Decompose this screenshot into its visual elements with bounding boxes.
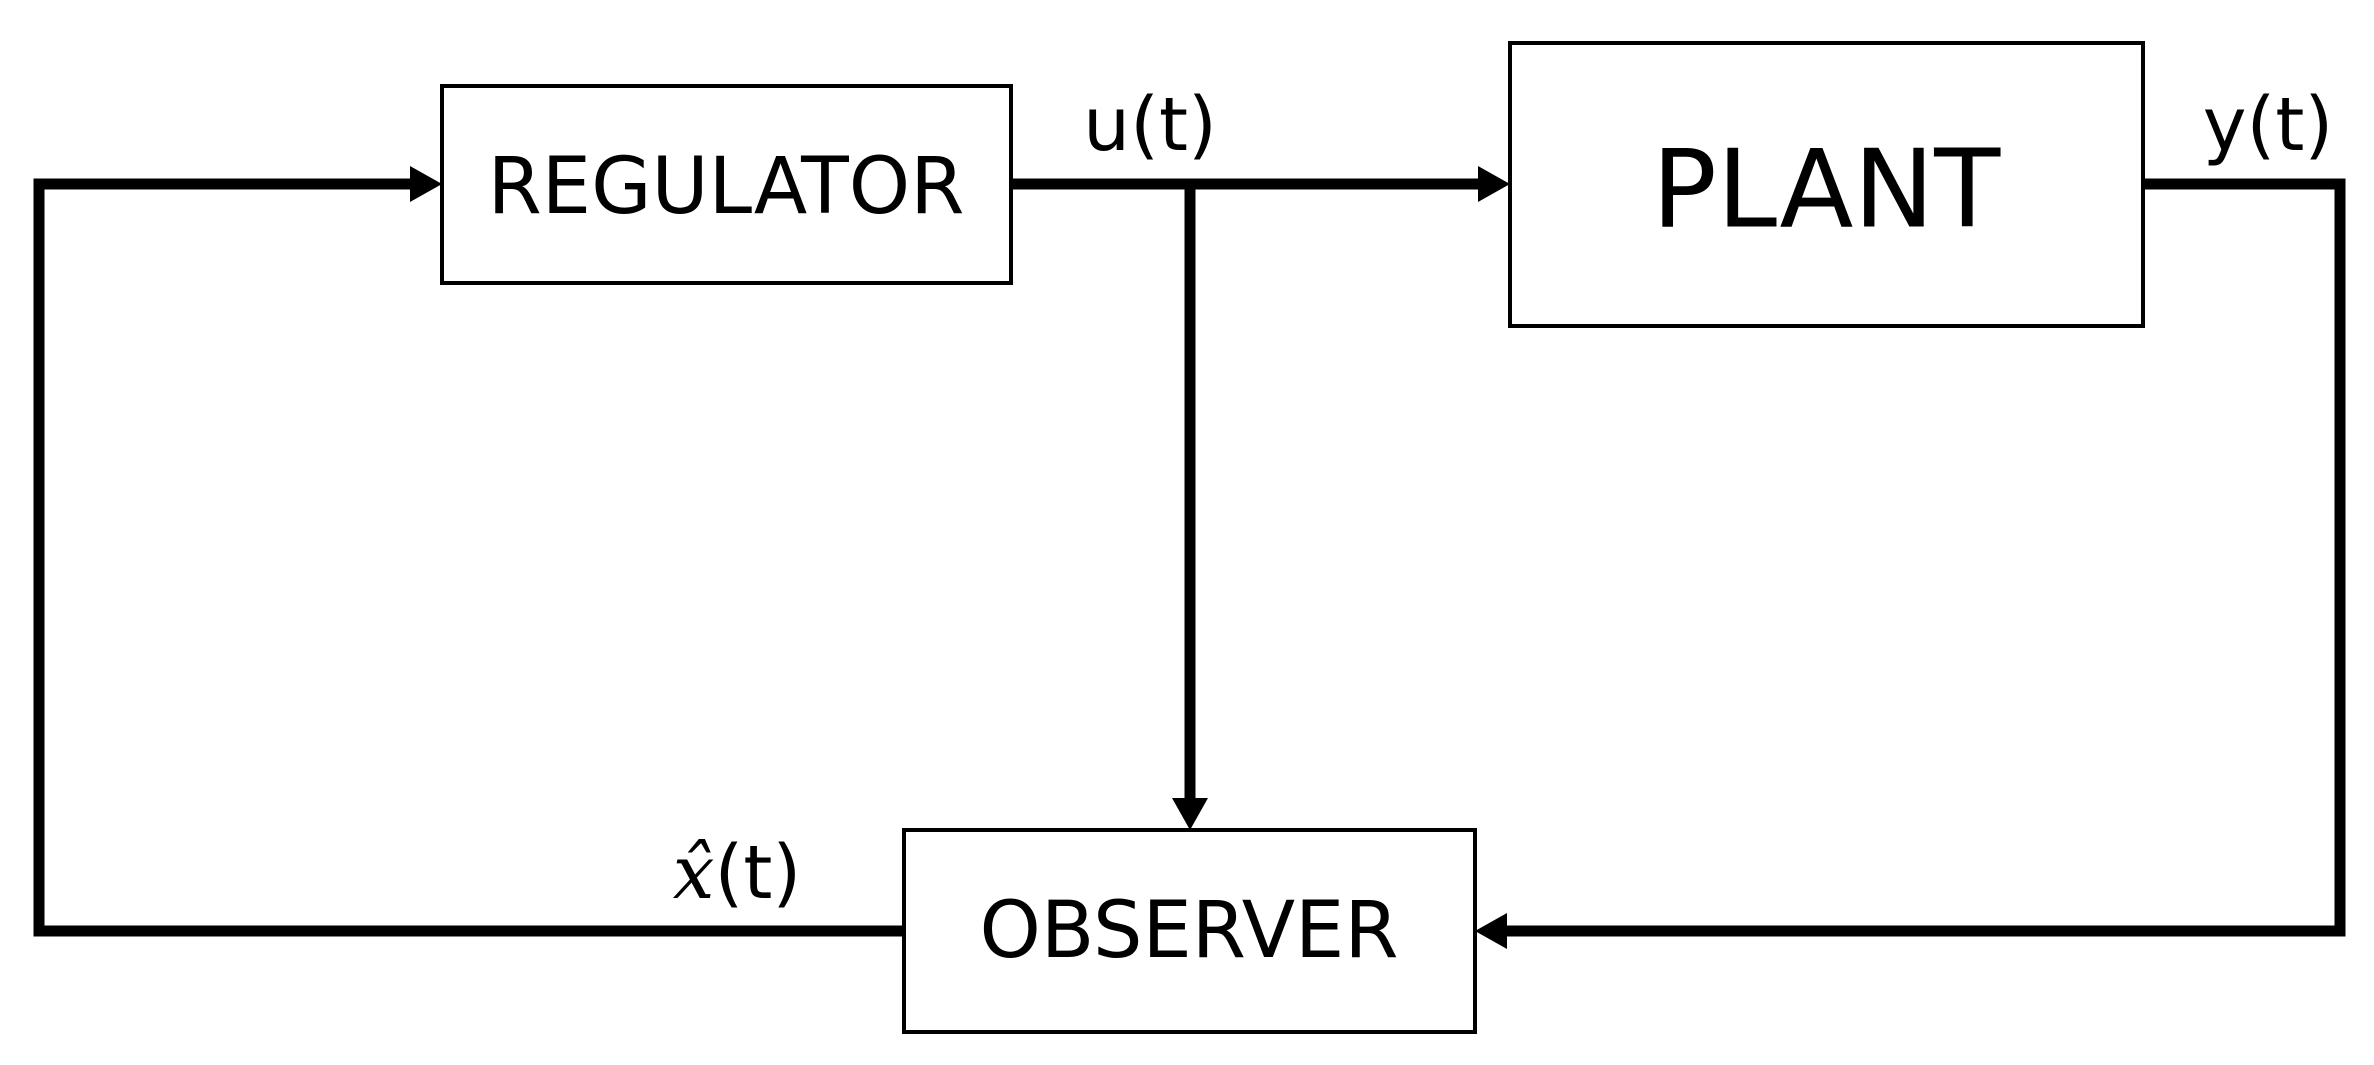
observer-label: OBSERVER	[979, 886, 1398, 976]
observer-output-arrowhead	[1475, 913, 1507, 949]
plant-label: PLANT	[1652, 128, 2001, 253]
observer-block: OBSERVER	[902, 828, 1477, 1034]
output-signal-label: y(t)	[2203, 82, 2334, 168]
plant-block: PLANT	[1508, 41, 2145, 328]
plant-input-arrowhead	[1478, 166, 1510, 202]
regulator-label: REGULATOR	[488, 142, 965, 232]
regulator-block: REGULATOR	[440, 84, 1013, 285]
estimate-feedback-wire	[33, 178, 910, 937]
estimate-signal-label: x̂(t)	[673, 830, 802, 916]
observer-control-arrowhead	[1172, 798, 1208, 830]
control-signal-label: u(t)	[1083, 82, 1217, 168]
regulator-input-arrowhead	[410, 166, 442, 202]
output-feedback-wire	[1499, 178, 2346, 937]
